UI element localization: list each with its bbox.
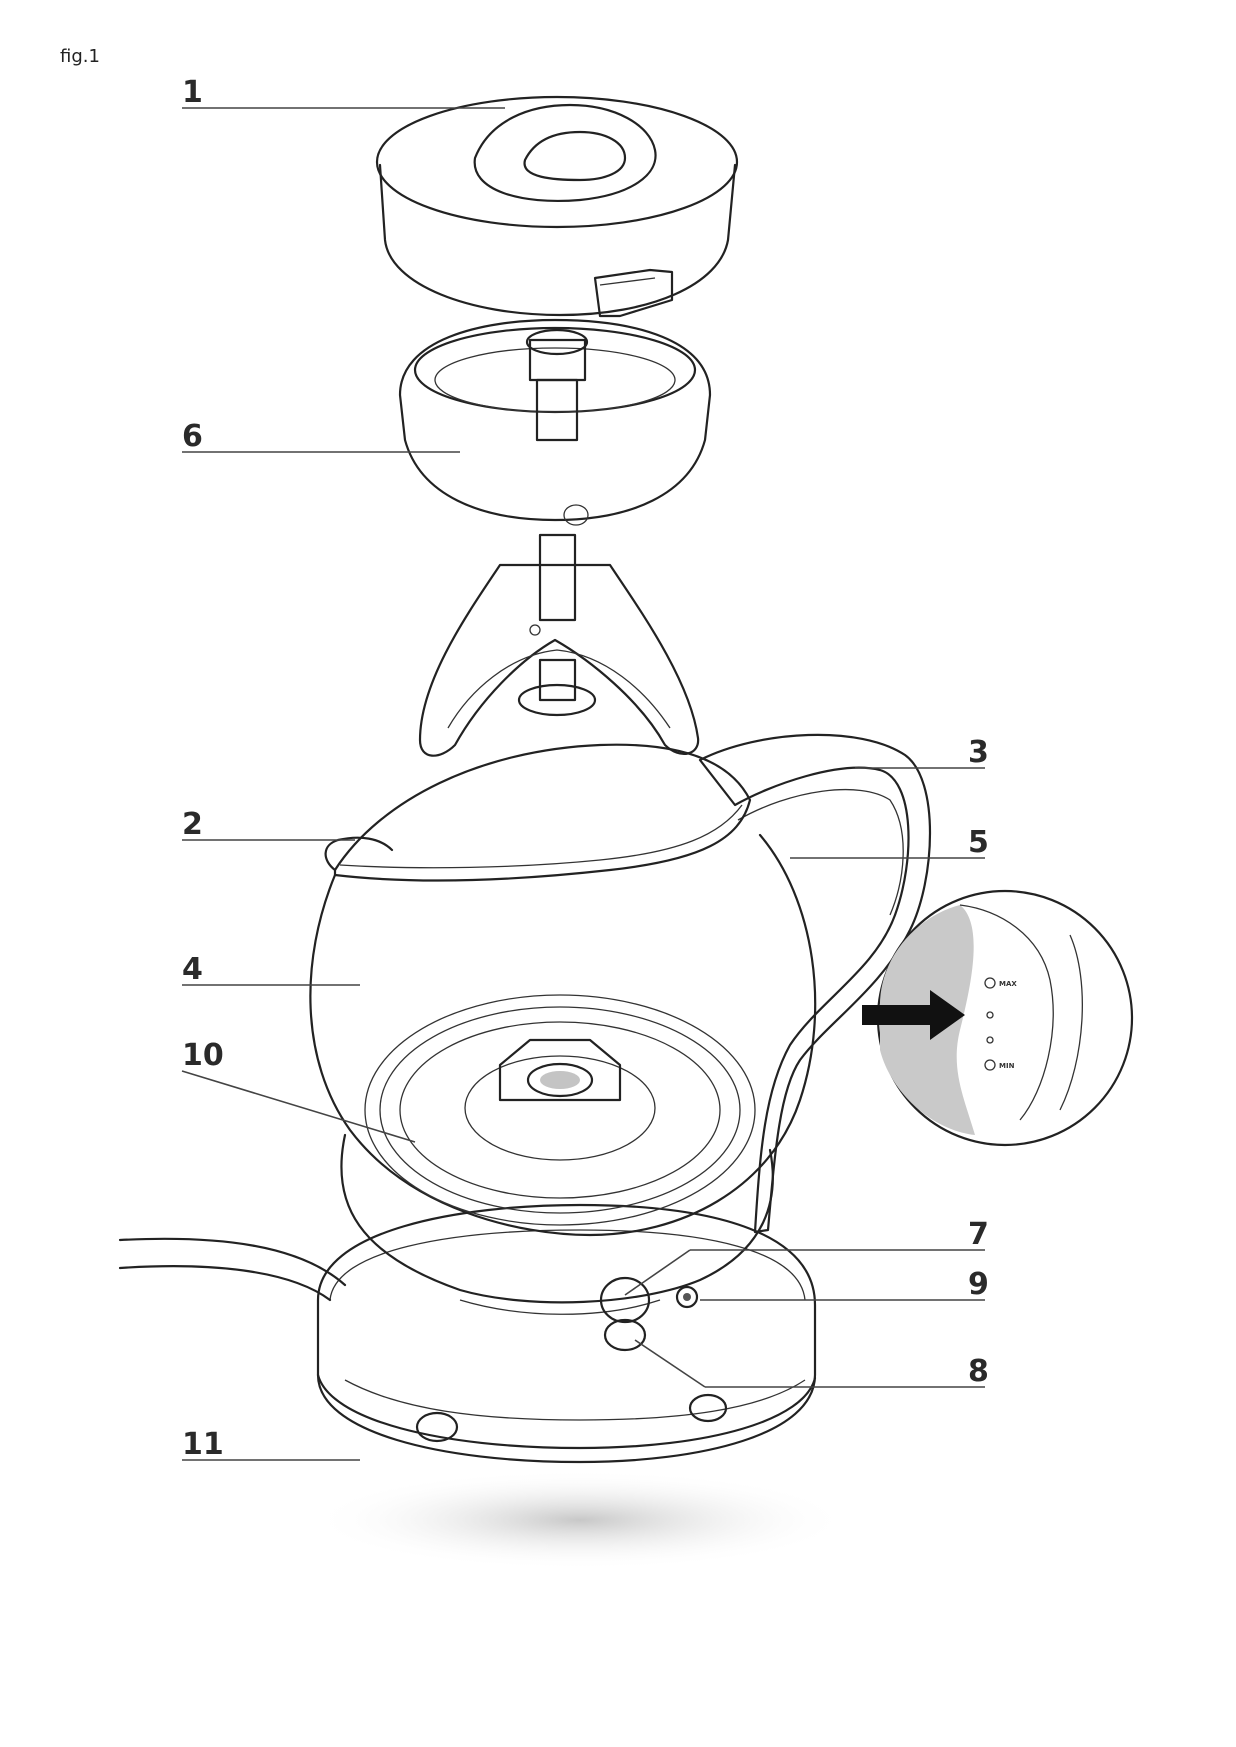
callout-7: 7 (968, 1217, 989, 1252)
water-level-indicator: MAX MIN (862, 891, 1132, 1145)
glass-jug (310, 745, 815, 1235)
callout-5: 5 (968, 825, 989, 860)
callout-6: 6 (182, 419, 203, 454)
level-mark-max-label: MAX (999, 980, 1017, 988)
kettle-lid (377, 97, 737, 316)
callout-10: 10 (182, 1038, 224, 1073)
callout-4: 4 (182, 952, 203, 987)
level-mark-min: MIN (985, 1060, 1015, 1070)
figure-label: fig.1 (60, 46, 100, 67)
level-mark-max: MAX (985, 978, 1017, 988)
callout-leaders (182, 108, 985, 1460)
level-mark-min-label: MIN (999, 1062, 1015, 1070)
indicator-light (677, 1287, 697, 1307)
heating-element (365, 995, 755, 1225)
callout-1: 1 (182, 75, 203, 110)
tea-infuser-basket (400, 320, 710, 756)
callout-8: 8 (968, 1354, 989, 1389)
callout-11: 11 (182, 1427, 224, 1462)
callout-3: 3 (968, 735, 989, 770)
mode-button[interactable] (605, 1320, 645, 1350)
callout-9: 9 (968, 1267, 989, 1302)
callout-2: 2 (182, 807, 203, 842)
